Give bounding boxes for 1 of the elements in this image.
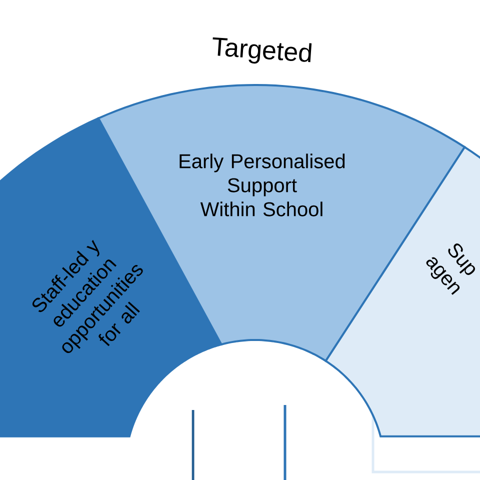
tier-heading: Targeted [212,37,312,64]
